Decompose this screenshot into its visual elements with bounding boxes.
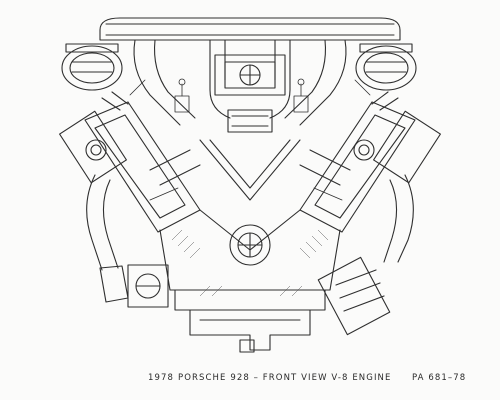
left-exhaust — [86, 174, 129, 303]
right-cylinder-bank — [299, 91, 441, 233]
alternator — [317, 256, 391, 336]
caption-code: PA 681–78 — [412, 373, 467, 383]
caption-year: 1978 — [148, 373, 175, 383]
water-pump — [127, 264, 169, 308]
intake-manifold — [61, 17, 417, 91]
fittings — [129, 78, 371, 201]
engine-block — [159, 139, 341, 311]
throttle-body — [214, 54, 286, 133]
intake-runners — [133, 39, 347, 126]
section-hatching — [171, 229, 329, 297]
caption: 1978 PORSCHE 928 – FRONT VIEW V-8 ENGINE… — [0, 370, 500, 388]
right-exhaust — [383, 174, 414, 263]
left-cylinder-bank — [59, 91, 201, 233]
caption-title: PORSCHE 928 – FRONT VIEW V-8 ENGINE — [178, 373, 392, 383]
oil-pan — [189, 309, 311, 353]
